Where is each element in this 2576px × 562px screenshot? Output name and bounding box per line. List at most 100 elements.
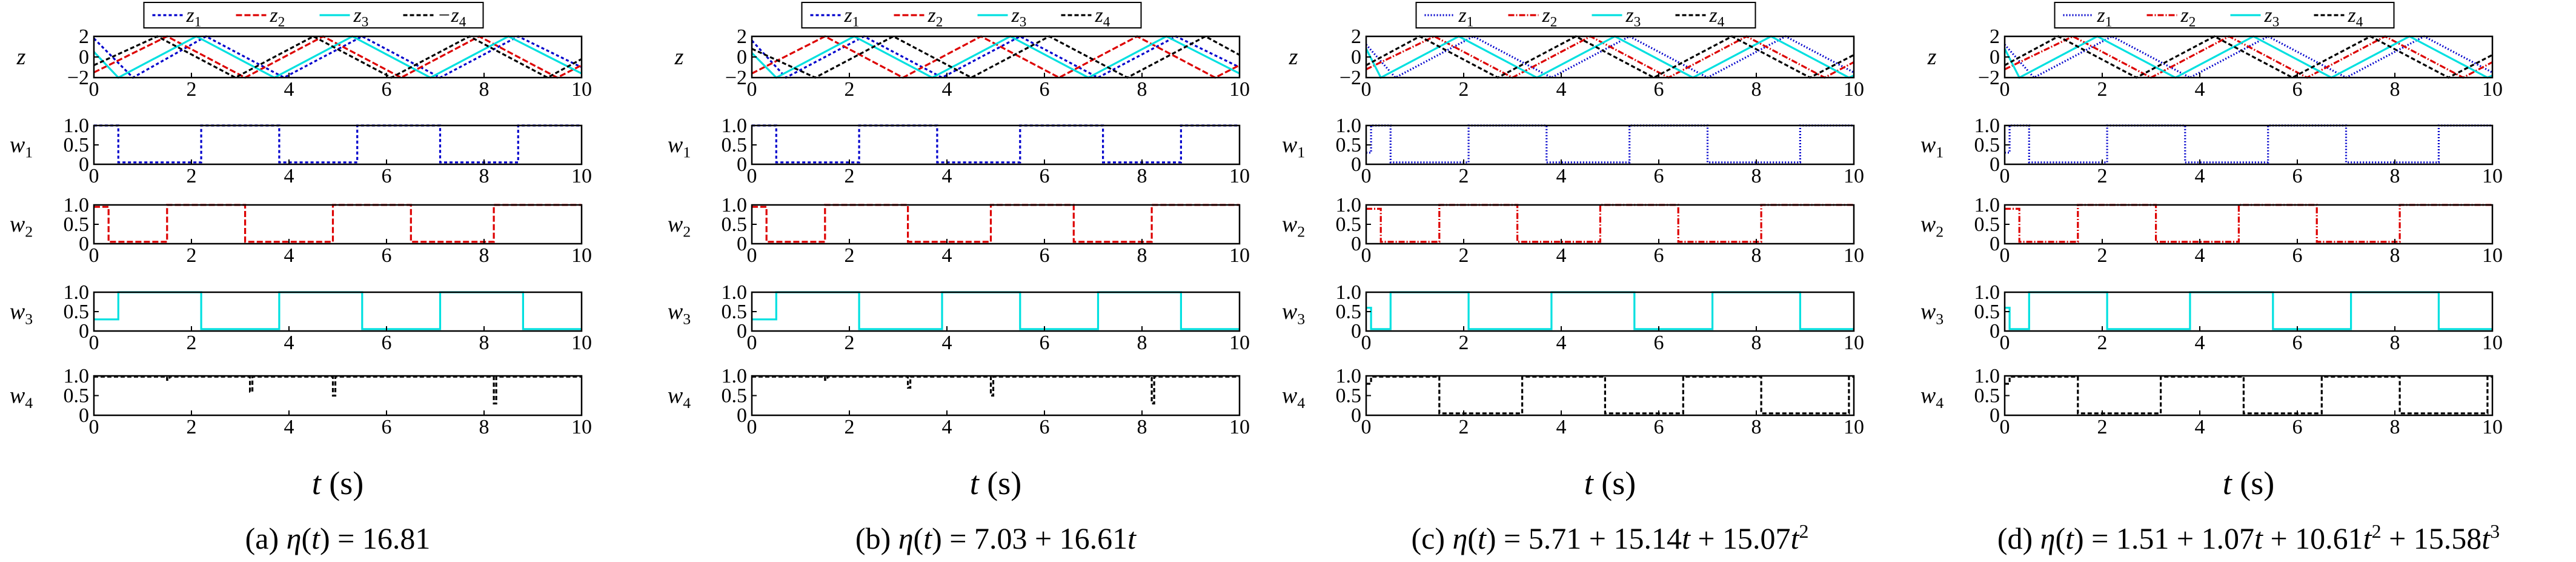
x-tick-label: 10 bbox=[571, 165, 592, 187]
x-tick-label: 10 bbox=[1229, 416, 1250, 438]
x-tick-label: 6 bbox=[2292, 332, 2303, 354]
panel-frame bbox=[93, 291, 583, 332]
y-tick-label: 1.0 bbox=[1974, 194, 2000, 216]
x-tick-label: 4 bbox=[284, 165, 294, 187]
y-tick-label: 0.5 bbox=[722, 385, 748, 407]
panel-label-w3: w3 bbox=[1282, 299, 1305, 327]
x-tick-label: 4 bbox=[942, 78, 952, 101]
x-tick-label: 8 bbox=[2390, 416, 2400, 438]
y-tick-label: 1.0 bbox=[1974, 115, 2000, 137]
x-tick-label: 8 bbox=[479, 78, 490, 101]
panel-label-w3: w3 bbox=[1920, 299, 1944, 327]
x-tick-label: 10 bbox=[571, 244, 592, 267]
panel-label-w1: w1 bbox=[668, 132, 691, 161]
x-tick-label: 0 bbox=[1361, 332, 1372, 354]
x-tick-label: 4 bbox=[2195, 78, 2205, 101]
x-axis-label: t (s) bbox=[312, 465, 364, 501]
y-tick-label: 1.0 bbox=[1974, 281, 2000, 304]
x-tick-label: 0 bbox=[2000, 416, 2010, 438]
series-line-z1 bbox=[2003, 35, 2493, 79]
x-tick-label: 4 bbox=[942, 165, 952, 187]
y-tick-label: 0.5 bbox=[64, 301, 90, 323]
x-tick-label: 2 bbox=[1459, 332, 1469, 354]
x-tick-label: 2 bbox=[2097, 332, 2108, 354]
series-line-w4 bbox=[1366, 375, 1854, 415]
x-tick-label: 6 bbox=[2292, 416, 2303, 438]
series-line-w3 bbox=[752, 291, 1240, 330]
panel-frame bbox=[1365, 124, 1855, 166]
x-tick-label: 2 bbox=[2097, 244, 2108, 267]
x-tick-label: 10 bbox=[1229, 332, 1250, 354]
x-tick-label: 10 bbox=[1229, 165, 1250, 187]
y-tick-label: 2 bbox=[737, 25, 747, 48]
x-tick-label: 0 bbox=[747, 332, 757, 354]
y-tick-label: 0 bbox=[1351, 320, 1361, 343]
y-tick-label: 0 bbox=[1990, 233, 2000, 255]
x-tick-label: 0 bbox=[89, 416, 99, 438]
y-tick-label: 0.5 bbox=[64, 213, 90, 236]
y-tick-label: 0.5 bbox=[64, 134, 90, 156]
y-tick-label: 1.0 bbox=[1336, 365, 1362, 387]
x-tick-label: 0 bbox=[89, 332, 99, 354]
x-tick-label: 10 bbox=[2482, 332, 2503, 354]
panel-label-w2: w2 bbox=[1920, 212, 1944, 240]
x-tick-label: 2 bbox=[1459, 78, 1469, 101]
x-tick-label: 0 bbox=[2000, 78, 2010, 101]
y-tick-label: 0 bbox=[737, 153, 747, 176]
x-tick-label: 8 bbox=[1137, 244, 1147, 267]
series-line-z3 bbox=[2003, 35, 2493, 79]
series-line-w4 bbox=[2005, 375, 2492, 415]
legend-entry-2: z2 bbox=[928, 4, 943, 30]
x-tick-label: 6 bbox=[1654, 78, 1664, 101]
y-tick-label: 0.5 bbox=[1974, 301, 2000, 323]
series-line-w1 bbox=[1366, 124, 1854, 164]
series-line-w2 bbox=[1366, 204, 1854, 243]
y-tick-label: 0 bbox=[1351, 233, 1361, 255]
y-tick-label: 1.0 bbox=[1974, 365, 2000, 387]
y-tick-label: 0 bbox=[1990, 404, 2000, 427]
legend-entry-1: z1 bbox=[186, 4, 202, 30]
x-tick-label: 6 bbox=[2292, 78, 2303, 101]
x-tick-label: 0 bbox=[1361, 416, 1372, 438]
x-tick-label: 10 bbox=[2482, 165, 2503, 187]
x-tick-label: 4 bbox=[2195, 244, 2205, 267]
x-tick-label: 2 bbox=[2097, 165, 2108, 187]
panel-frame bbox=[2003, 375, 2494, 416]
x-tick-label: 0 bbox=[2000, 165, 2010, 187]
y-tick-label: 0.5 bbox=[1974, 134, 2000, 156]
subfigure-caption: (d) η(t) = 1.51 + 1.07t + 10.61t2 + 15.5… bbox=[1997, 520, 2500, 555]
panel-label-w1: w1 bbox=[1282, 132, 1305, 161]
x-tick-label: 2 bbox=[187, 244, 197, 267]
x-tick-label: 8 bbox=[2390, 165, 2400, 187]
y-tick-label: 1.0 bbox=[1336, 281, 1362, 304]
legend-entry-4: z4 bbox=[1709, 4, 1725, 30]
y-tick-label: 0 bbox=[737, 46, 747, 69]
panel-frame bbox=[2003, 291, 2494, 332]
panel-label-w2: w2 bbox=[10, 212, 33, 240]
y-tick-label: 1.0 bbox=[64, 115, 90, 137]
series-line-w1 bbox=[2005, 124, 2492, 164]
series-line-w3 bbox=[1366, 291, 1854, 330]
x-tick-label: 6 bbox=[382, 165, 392, 187]
x-tick-label: 6 bbox=[382, 416, 392, 438]
y-tick-label: 1.0 bbox=[1336, 115, 1362, 137]
x-tick-label: 4 bbox=[1556, 332, 1567, 354]
y-tick-label: 0 bbox=[1990, 46, 2000, 69]
panel-label-w3: w3 bbox=[10, 299, 33, 327]
y-tick-label: 0 bbox=[737, 404, 747, 427]
x-tick-label: 8 bbox=[1137, 332, 1147, 354]
y-tick-label: 0.5 bbox=[1336, 301, 1362, 323]
x-axis-label: t (s) bbox=[1584, 465, 1636, 501]
series-line-z2 bbox=[93, 35, 582, 79]
x-tick-label: 2 bbox=[2097, 416, 2108, 438]
series-line-z3 bbox=[1365, 35, 1854, 79]
x-tick-label: 10 bbox=[1844, 78, 1864, 101]
subfigure-caption: (b) η(t) = 7.03 + 16.61t bbox=[855, 521, 1137, 555]
x-tick-label: 6 bbox=[1040, 244, 1050, 267]
